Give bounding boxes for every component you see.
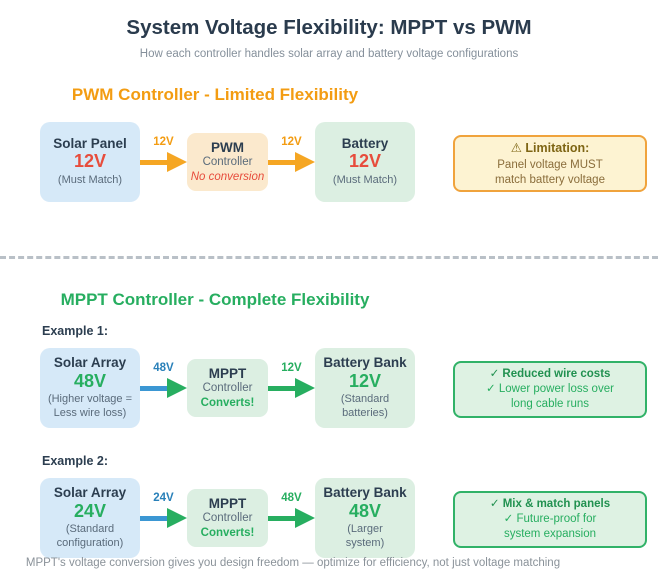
arrow-head-icon xyxy=(167,152,187,172)
mppt-controller-node: MPPT Controller Converts! xyxy=(187,489,268,547)
node-title: MPPT xyxy=(208,495,247,511)
arrow-shaft xyxy=(268,385,295,391)
node-title: Solar Panel xyxy=(53,135,127,151)
node-subtitle: Controller xyxy=(202,382,253,395)
arrow-voltage-label: 12V xyxy=(281,136,302,148)
pwm-controller-node: PWM Controller No conversion xyxy=(187,133,268,191)
node-title: MPPT xyxy=(208,365,247,381)
node-voltage: 48V xyxy=(348,500,382,521)
pwm-flow-row: Solar Panel 12V (Must Match) 12V PWM Con… xyxy=(0,122,658,202)
benefits-callout: ✓ Mix & match panels ✓ Future-proof for … xyxy=(453,491,647,548)
warning-icon: ⚠ xyxy=(510,140,526,155)
arrow-head-icon xyxy=(295,378,315,398)
callout-line: system expansion xyxy=(503,527,597,540)
mppt-section-header: MPPT Controller - Complete Flexibility xyxy=(60,290,370,309)
callout-line: match battery voltage xyxy=(495,173,605,186)
solar-panel-node: Solar Panel 12V (Must Match) xyxy=(40,122,140,202)
node-note: Converts! xyxy=(200,397,255,410)
node-voltage: 48V xyxy=(73,370,107,391)
callout-line: ✓ Reduced wire costs xyxy=(489,368,611,381)
callout-heading-text: Limitation: xyxy=(525,140,590,155)
page-subtitle: How each controller handles solar array … xyxy=(139,48,519,60)
flow-arrow: 24V xyxy=(140,478,187,558)
node-title: Solar Array xyxy=(53,485,127,501)
callout-heading: ⚠ Limitation: xyxy=(455,140,645,155)
flow-arrow: 12V xyxy=(140,122,187,202)
benefits-callout: ✓ Reduced wire costs ✓ Lower power loss … xyxy=(453,361,647,418)
pwm-section-header: PWM Controller - Limited Flexibility xyxy=(71,85,359,104)
flow-arrow: 48V xyxy=(140,348,187,428)
arrow-voltage-label: 48V xyxy=(153,362,174,374)
node-subtitle: Controller xyxy=(202,156,253,169)
node-voltage: 12V xyxy=(348,151,382,172)
flow-arrow: 48V xyxy=(268,478,315,558)
limitation-callout: ⚠ Limitation: Panel voltage MUST match b… xyxy=(453,135,647,192)
mppt-example-1-row: Solar Array 48V (Higher voltage =Less wi… xyxy=(0,348,658,428)
arrow-voltage-label: 12V xyxy=(281,362,302,374)
node-note: Converts! xyxy=(200,527,255,540)
callout-line: ✓ Mix & match panels xyxy=(489,498,611,511)
node-title: Battery Bank xyxy=(323,485,407,501)
node-voltage: 24V xyxy=(73,500,107,521)
node-voltage: 12V xyxy=(73,151,107,172)
mppt-controller-node: MPPT Controller Converts! xyxy=(187,359,268,417)
arrow-voltage-label: 12V xyxy=(153,136,174,148)
arrow-head-icon xyxy=(167,508,187,528)
arrow-shaft xyxy=(140,159,167,165)
arrow-voltage-label: 48V xyxy=(281,492,302,504)
arrow-voltage-label: 24V xyxy=(153,492,174,504)
arrow-shaft xyxy=(140,515,167,521)
node-note: No conversion xyxy=(190,171,265,184)
footer-caption: MPPT's voltage conversion gives you desi… xyxy=(25,557,561,569)
example-1-label: Example 1: xyxy=(42,324,109,338)
page-title: System Voltage Flexibility: MPPT vs PWM xyxy=(126,16,532,39)
battery-node: Battery 12V (Must Match) xyxy=(315,122,415,202)
node-title: Battery Bank xyxy=(323,355,407,371)
flow-arrow: 12V xyxy=(268,348,315,428)
node-title: PWM xyxy=(211,139,244,155)
arrow-head-icon xyxy=(295,508,315,528)
arrow-head-icon xyxy=(167,378,187,398)
node-note: (Higher voltage =Less wire loss) xyxy=(47,393,133,420)
callout-line: long cable runs xyxy=(511,397,589,410)
node-title: Battery xyxy=(341,135,389,151)
callout-line: Panel voltage MUST xyxy=(497,158,603,171)
node-note: (Must Match) xyxy=(332,174,398,187)
node-subtitle: Controller xyxy=(202,512,253,525)
solar-array-node: Solar Array 48V (Higher voltage =Less wi… xyxy=(40,348,140,428)
callout-line: ✓ Future-proof for xyxy=(503,513,597,526)
flow-arrow: 12V xyxy=(268,122,315,202)
node-note: (Must Match) xyxy=(57,174,123,187)
node-voltage: 12V xyxy=(348,370,382,391)
section-divider xyxy=(0,256,658,259)
arrow-shaft xyxy=(268,159,295,165)
node-title: Solar Array xyxy=(53,355,127,371)
example-2-label: Example 2: xyxy=(42,454,109,468)
arrow-shaft xyxy=(140,385,167,391)
arrow-shaft xyxy=(268,515,295,521)
arrow-head-icon xyxy=(295,152,315,172)
callout-line: ✓ Lower power loss over xyxy=(486,383,614,396)
